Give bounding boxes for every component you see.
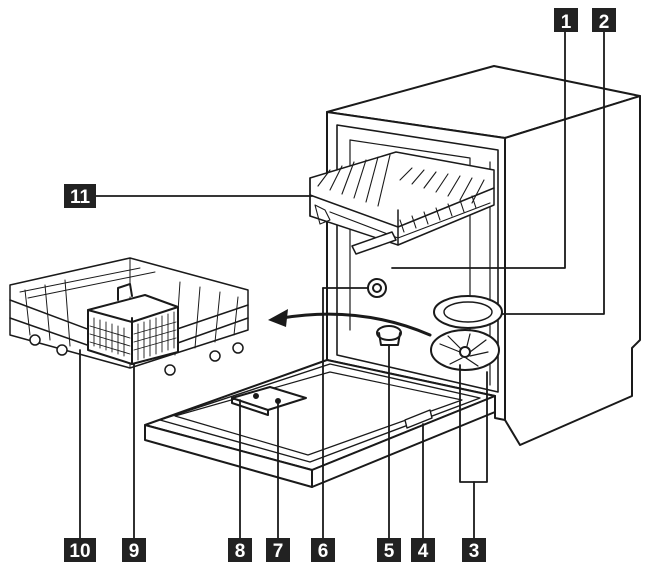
svg-text:1: 1	[561, 12, 572, 33]
svg-text:4: 4	[418, 541, 429, 562]
cutlery-basket	[87, 283, 179, 365]
callout-3: 3	[462, 538, 486, 562]
lower-spray-arm	[430, 295, 503, 371]
svg-text:6: 6	[318, 541, 329, 562]
svg-text:8: 8	[235, 541, 246, 562]
svg-text:3: 3	[469, 541, 480, 562]
svg-text:11: 11	[70, 187, 91, 208]
callout-1: 1	[554, 8, 578, 33]
leader-lines	[79, 29, 605, 541]
svg-text:9: 9	[129, 541, 140, 562]
callout-10: 10	[64, 538, 96, 562]
leader-1	[391, 29, 566, 269]
callout-7: 7	[266, 538, 290, 562]
svg-text:5: 5	[384, 541, 395, 562]
door	[144, 359, 496, 488]
insert-arrow	[268, 309, 432, 337]
callout-9: 9	[122, 538, 146, 562]
leader-2	[501, 29, 605, 315]
callout-4: 4	[411, 538, 435, 562]
svg-text:10: 10	[69, 541, 90, 562]
upper-basket	[309, 151, 495, 255]
svg-text:2: 2	[599, 12, 610, 33]
callout-6: 6	[311, 538, 335, 562]
callout-5: 5	[377, 538, 401, 562]
water-inlet	[367, 278, 387, 298]
callout-8: 8	[228, 538, 252, 562]
detergent-dispenser	[231, 386, 307, 416]
callout-11: 11	[64, 184, 96, 208]
svg-text:7: 7	[273, 541, 284, 562]
callout-2: 2	[592, 8, 616, 33]
